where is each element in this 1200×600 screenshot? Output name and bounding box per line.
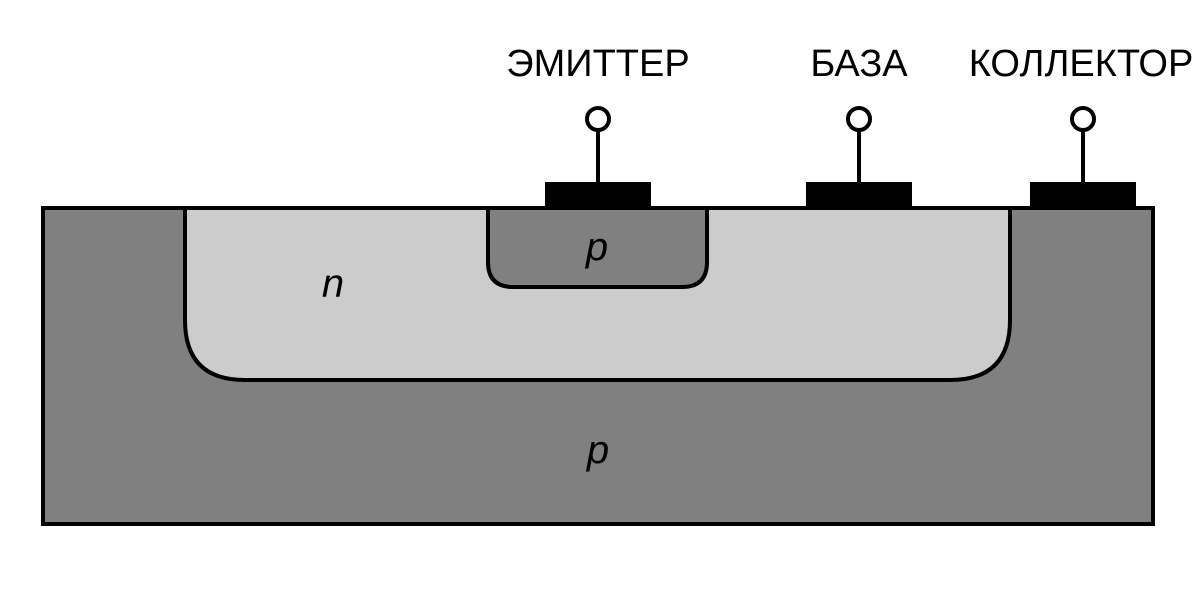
p-substrate-label: p [586, 428, 609, 472]
emitter-label: ЭМИТТЕР [506, 43, 689, 85]
p-emitter-region [486, 206, 709, 289]
base-contact [806, 182, 912, 208]
emitter-contact [545, 182, 651, 208]
collector-terminal-icon [1070, 106, 1096, 132]
collector-label: КОЛЛЕКТОР [969, 43, 1194, 85]
base-label: БАЗА [810, 43, 908, 85]
emitter-terminal-icon [585, 106, 611, 132]
n-region-label: n [322, 262, 344, 306]
base-terminal-icon [846, 106, 872, 132]
n-well-region [183, 206, 1012, 382]
collector-contact [1030, 182, 1136, 208]
p-emitter-region-label: p [585, 225, 608, 269]
